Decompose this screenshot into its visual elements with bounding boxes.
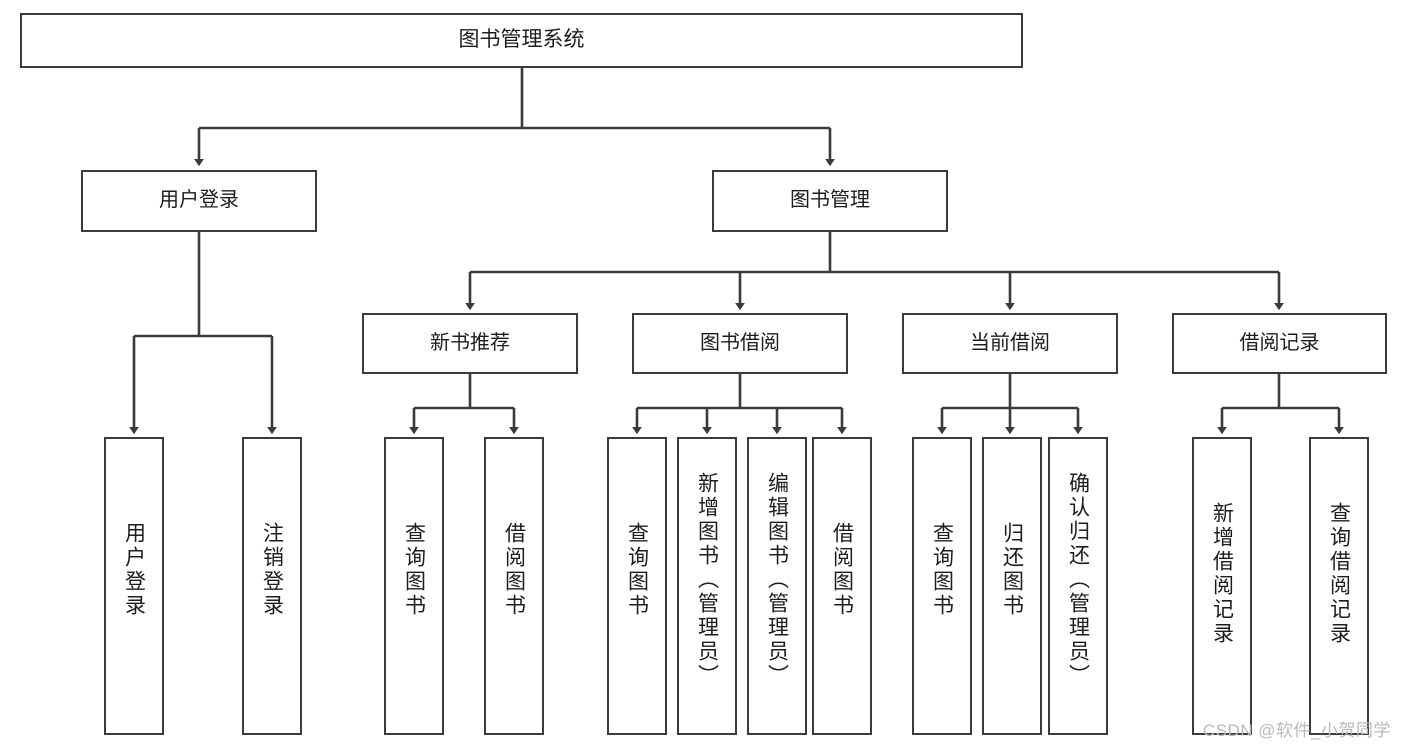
leaf-user-login-logout[interactable]: 注销登录	[242, 437, 302, 735]
node-label: 新增借阅记录	[1210, 502, 1234, 646]
leaf-record-query-record[interactable]: 查询借阅记录	[1309, 437, 1369, 735]
leaf-recommend-query-book[interactable]: 查询图书	[384, 437, 444, 735]
node-label: 查询图书	[930, 522, 954, 618]
leaf-current-query-book[interactable]: 查询图书	[912, 437, 972, 735]
node-current-borrow[interactable]: 当前借阅	[902, 313, 1118, 374]
node-root-system[interactable]: 图书管理系统	[20, 13, 1023, 68]
leaf-current-confirm-return-admin[interactable]: 确认归还（管理员）	[1048, 437, 1108, 735]
node-label: 注销登录	[260, 522, 284, 618]
node-label: 图书借阅	[700, 331, 780, 354]
node-label: 用户登录	[159, 189, 239, 212]
leaf-user-login-login[interactable]: 用户登录	[104, 437, 164, 735]
node-label: 新增图书（管理员）	[695, 472, 719, 688]
leaf-current-return-book[interactable]: 归还图书	[982, 437, 1042, 735]
leaf-recommend-borrow-book[interactable]: 借阅图书	[484, 437, 544, 735]
leaf-borrow-edit-book-admin[interactable]: 编辑图书（管理员）	[747, 437, 807, 735]
node-label: 查询借阅记录	[1327, 502, 1351, 646]
leaf-borrow-add-book-admin[interactable]: 新增图书（管理员）	[677, 437, 737, 735]
node-label: 借阅图书	[830, 522, 854, 618]
node-label: 用户登录	[122, 522, 146, 618]
node-label: 新书推荐	[430, 331, 510, 354]
node-label: 查询图书	[625, 522, 649, 618]
node-label: 查询图书	[402, 522, 426, 618]
node-label: 图书管理系统	[458, 28, 585, 52]
node-new-book-recommend[interactable]: 新书推荐	[362, 313, 578, 374]
node-label: 编辑图书（管理员）	[765, 472, 789, 688]
leaf-borrow-borrow-book[interactable]: 借阅图书	[812, 437, 872, 735]
leaf-borrow-query-book[interactable]: 查询图书	[607, 437, 667, 735]
node-book-borrow[interactable]: 图书借阅	[632, 313, 848, 374]
node-user-login[interactable]: 用户登录	[81, 170, 317, 232]
node-label: 归还图书	[1000, 522, 1024, 618]
watermark-text: CSDN @软件_小贺同学	[1202, 721, 1391, 740]
leaf-record-add-record[interactable]: 新增借阅记录	[1192, 437, 1252, 735]
node-borrow-record[interactable]: 借阅记录	[1172, 313, 1387, 374]
node-book-management[interactable]: 图书管理	[712, 170, 948, 232]
node-label: 当前借阅	[970, 331, 1050, 354]
node-label: 借阅记录	[1239, 331, 1320, 354]
node-label: 借阅图书	[502, 522, 526, 618]
node-label: 确认归还（管理员）	[1066, 472, 1090, 688]
node-label: 图书管理	[790, 189, 870, 212]
